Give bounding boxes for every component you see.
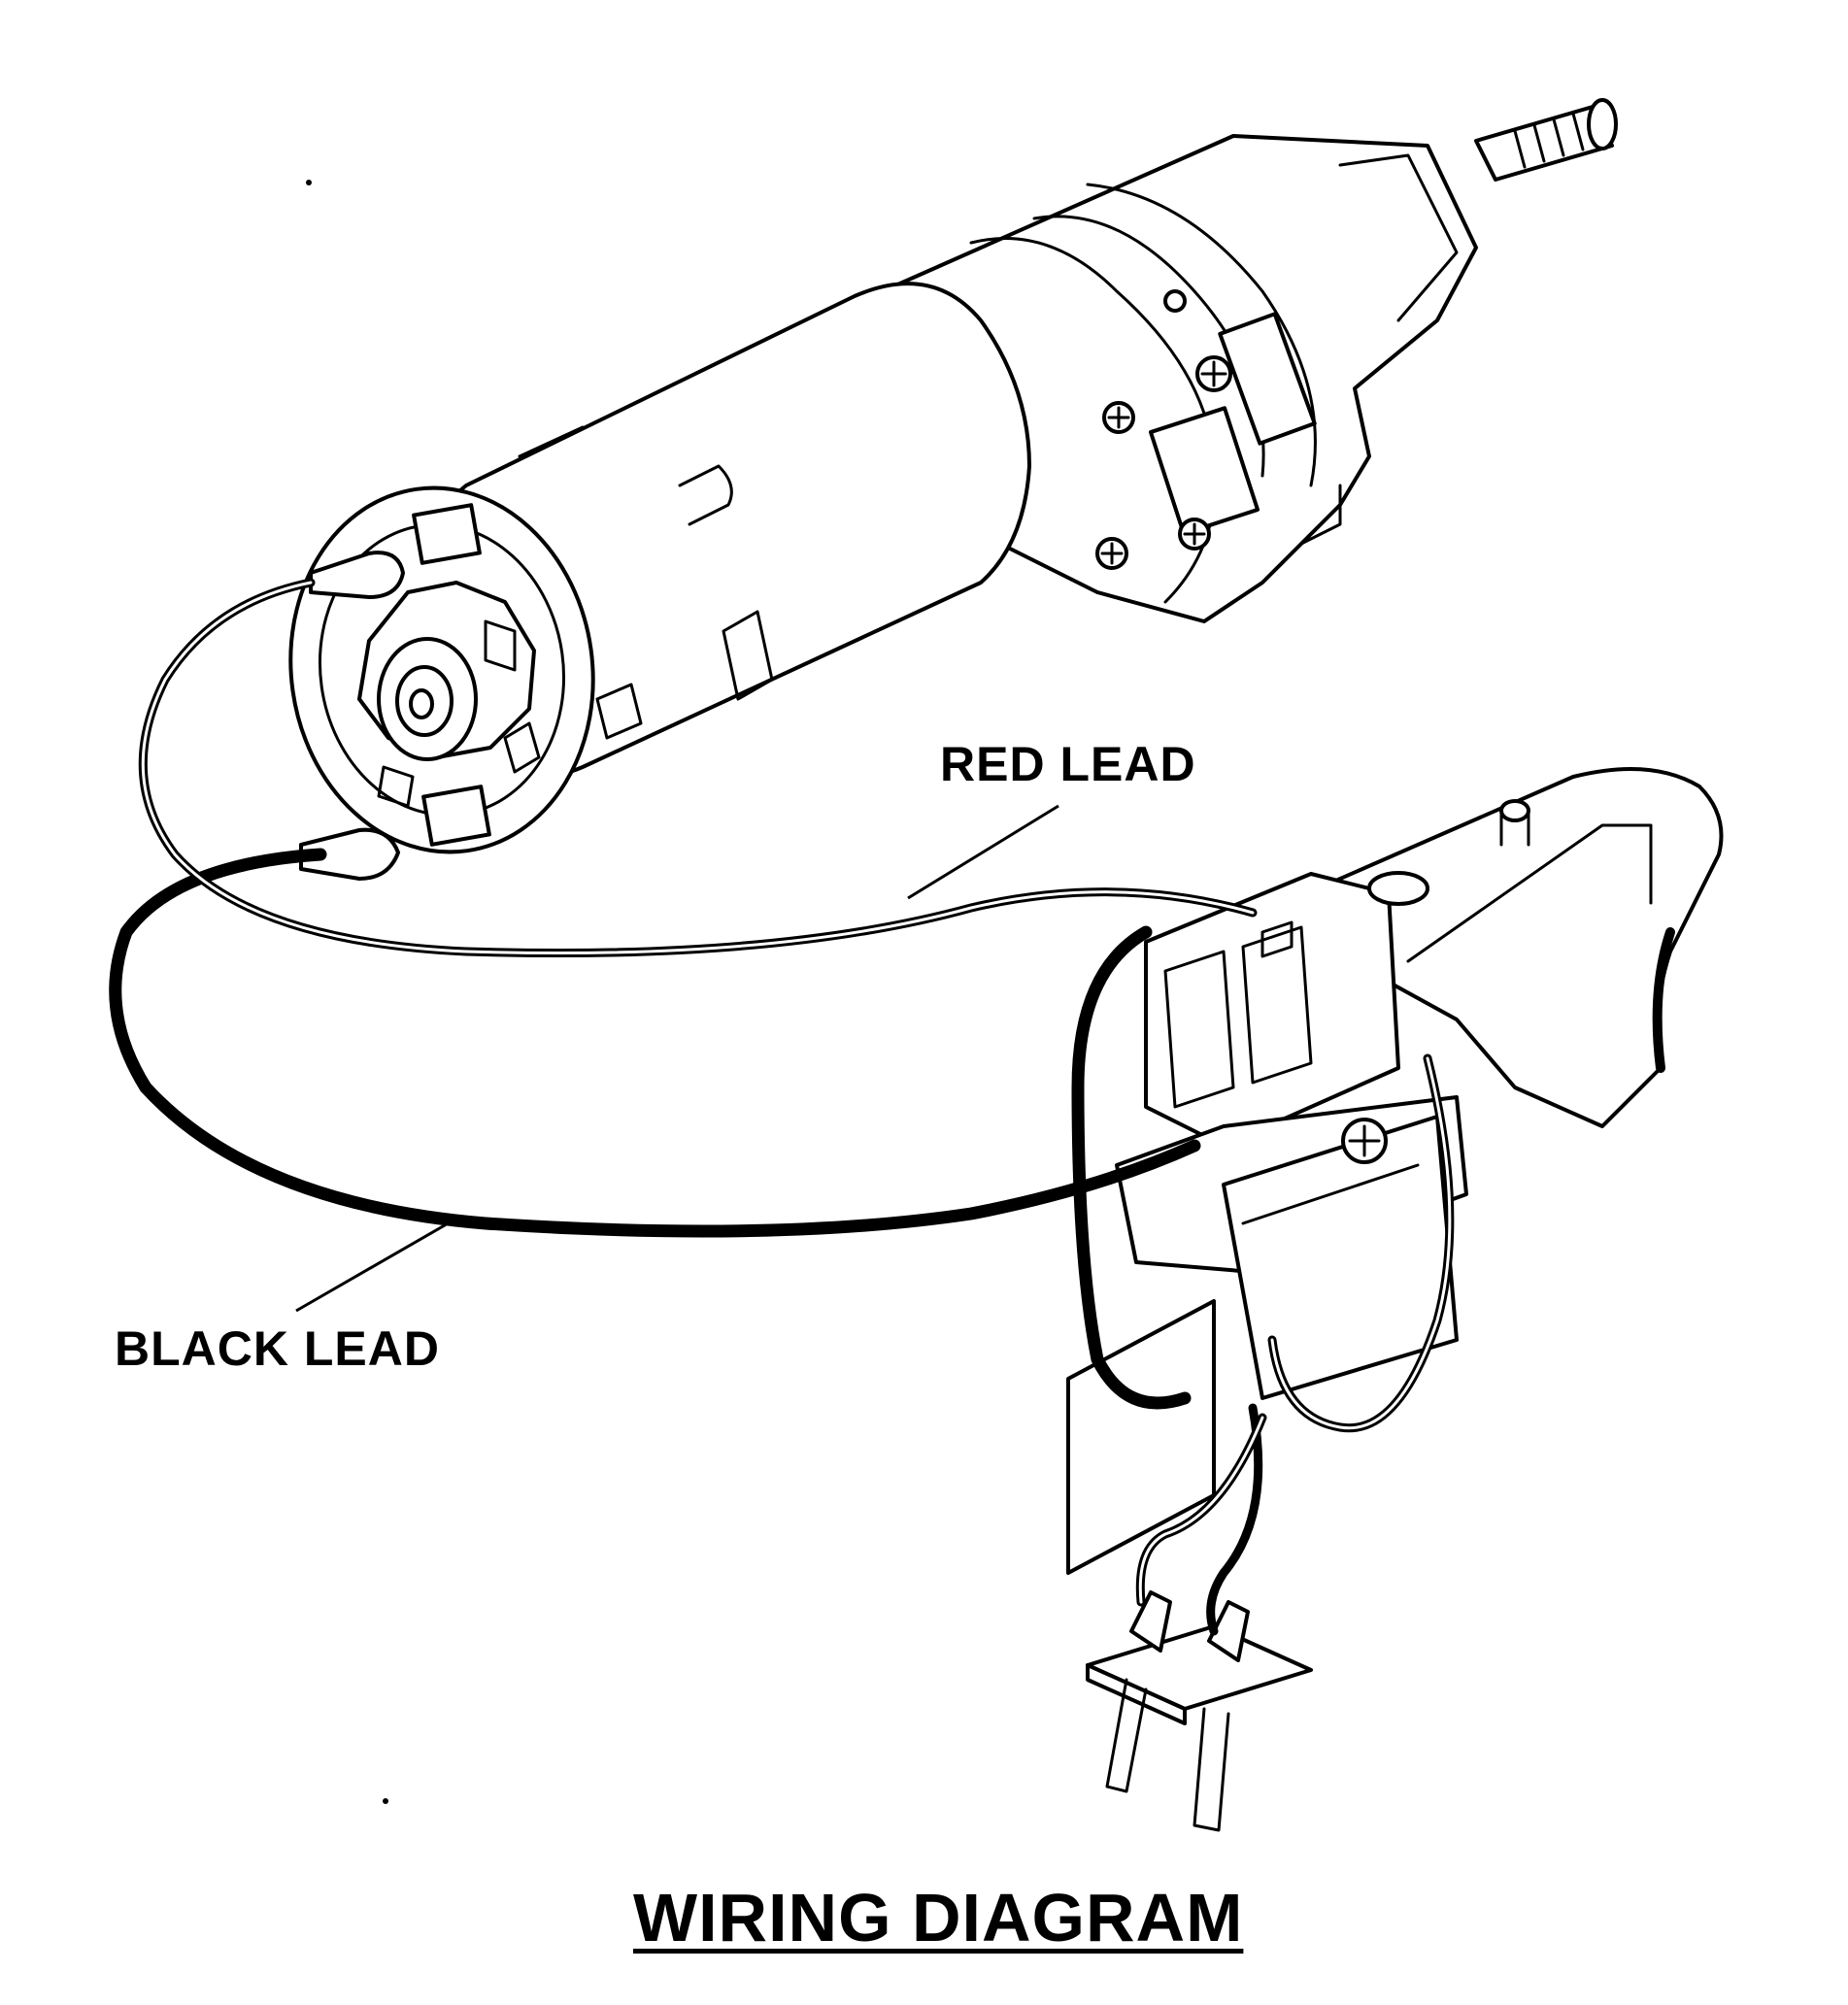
black-lead-wire — [109, 848, 1201, 1238]
motor-assembly — [288, 98, 1618, 881]
diagram-title: WIRING DIAGRAM — [633, 1880, 1244, 1955]
wires — [109, 578, 1455, 1636]
gearbox-screws — [1095, 289, 1232, 570]
print-speck — [383, 1798, 388, 1804]
black-lead-leader — [295, 1217, 457, 1313]
output-spindle — [1474, 98, 1618, 182]
red-lead-label: RED LEAD — [940, 737, 1196, 791]
motor-terminal-clips — [299, 551, 405, 881]
black-lead-label: BLACK LEAD — [115, 1321, 440, 1376]
print-speck — [306, 180, 312, 185]
red-lead-leader — [907, 804, 1059, 900]
trigger-switch — [1066, 767, 1724, 1832]
gearbox-housing — [891, 134, 1478, 623]
